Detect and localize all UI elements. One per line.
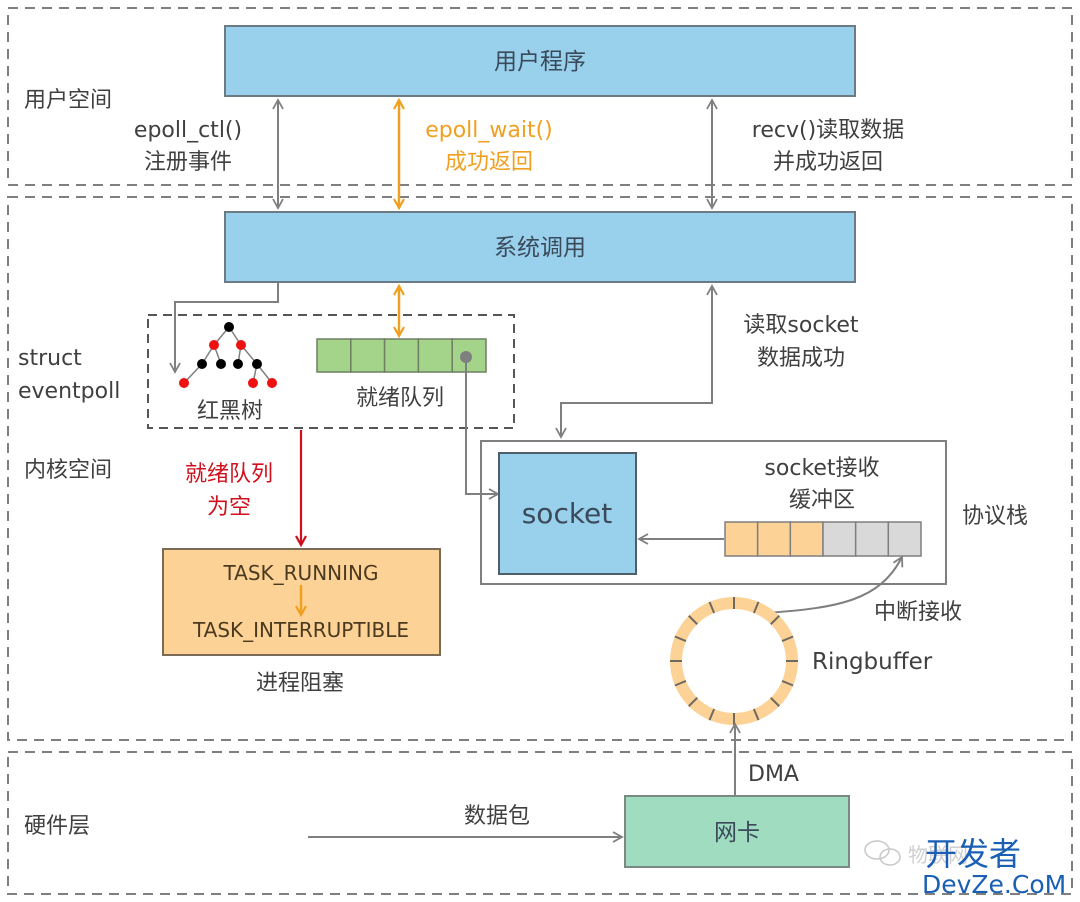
socket-box [498, 452, 637, 575]
buffer-slot-empty [822, 521, 857, 557]
queue-empty-sublabel: 为空 [207, 495, 251, 520]
rbtree-node-red [179, 378, 189, 388]
read-socket-connector [555, 402, 712, 439]
wechat-icon [864, 840, 901, 866]
ready-queue-to-socket-arrow [465, 357, 500, 500]
ringbuffer-icon [670, 597, 798, 725]
task-running-label: TASK_RUNNING [223, 561, 379, 585]
ready-queue-slot [350, 338, 386, 373]
epoll-wait-sublabel: 成功返回 [445, 150, 533, 175]
ringbuffer-segment-tick [688, 615, 698, 625]
ringbuffer-segment-tick [752, 708, 760, 721]
queue-empty-label: 就绪队列 [185, 462, 273, 487]
watermark-line2: DevZe.CoM [922, 870, 1066, 899]
watermark-line1: 开发者 [925, 835, 1021, 873]
recv-sublabel: 并成功返回 [773, 150, 883, 175]
user-program-label: 用户程序 [494, 49, 586, 75]
rbtree-label: 红黑树 [197, 399, 263, 424]
recv-label: recv()读取数据 [752, 118, 904, 143]
ringbuffer-segment-tick [708, 708, 716, 721]
eventpoll-region [147, 314, 515, 429]
red-black-tree-icon [179, 322, 277, 388]
ringbuffer-segment-tick [752, 601, 760, 614]
rbtree-node-black [224, 322, 234, 332]
epoll-ctl-sublabel: 注册事件 [144, 150, 232, 175]
syscall-to-rbtree-arrow [169, 283, 279, 374]
rbtree-node-red [248, 378, 258, 388]
ready-queue-slot [316, 338, 352, 373]
ready-queue-item-dot [460, 351, 472, 363]
rbtree-node-red [209, 340, 219, 350]
ready-queue-slot [383, 338, 420, 373]
ringbuffer-label: Ringbuffer [812, 649, 933, 675]
epoll-ctl-label: epoll_ctl() [134, 118, 242, 143]
struct-label: struct [18, 346, 82, 371]
kernel-space-region [7, 196, 1073, 741]
dma-label: DMA [748, 762, 799, 787]
ringbuffer-segment-tick [688, 697, 698, 707]
read-socket-sublabel: 数据成功 [757, 346, 845, 371]
ringbuffer-segment-tick [781, 679, 794, 687]
rbtree-node-black [233, 359, 243, 369]
ready-queue-slot [417, 338, 453, 373]
interrupt-receive-label: 中断接收 [874, 600, 962, 625]
ringbuffer-segment-tick [674, 679, 687, 687]
ringbuffer-segment-tick [770, 615, 780, 625]
rbtree-node-black [216, 359, 226, 369]
ready-queue-label: 就绪队列 [356, 386, 444, 411]
syscall-box [224, 211, 856, 283]
socket-buffer-sublabel: 缓冲区 [789, 488, 855, 513]
user-program-box [224, 25, 856, 97]
protocol-stack-box [480, 440, 947, 585]
socket-receive-buffer [724, 521, 922, 557]
interrupt-receive-arrow [764, 555, 904, 614]
ready-queue [316, 338, 487, 373]
epoll-wait-label: epoll_wait() [425, 118, 553, 143]
buffer-slot-filled [724, 521, 759, 557]
process-blocked-label: 进程阻塞 [256, 671, 344, 696]
kernel-space-label: 内核空间 [24, 458, 112, 483]
buffer-slot-empty [854, 521, 890, 557]
user-space-label: 用户空间 [24, 88, 112, 113]
nic-label: 网卡 [714, 820, 760, 846]
buffer-slot-empty [887, 521, 922, 557]
packet-label: 数据包 [464, 804, 530, 829]
buffer-slot-filled [756, 521, 792, 557]
task-interruptible-label: TASK_INTERRUPTIBLE [192, 618, 409, 642]
socket-buffer-label: socket接收 [764, 456, 879, 481]
hardware-label: 硬件层 [24, 814, 90, 839]
rbtree-node-red [267, 378, 277, 388]
syscall-label: 系统调用 [494, 235, 586, 261]
rbtree-node-black [252, 359, 262, 369]
hardware-region [7, 751, 1073, 895]
buffer-slot-filled [789, 521, 824, 557]
ringbuffer-segment-tick [708, 601, 716, 614]
watermark-faded-text: 物联网 [908, 843, 968, 867]
eventpoll-label: eventpoll [18, 379, 120, 404]
watermark: 物联网 开发者 DevZe.CoM [864, 835, 1066, 899]
ringbuffer-segment-tick [781, 635, 794, 643]
rbtree-node-black [197, 359, 207, 369]
nic-box [624, 795, 850, 868]
ringbuffer-segment-tick [770, 697, 780, 707]
rbtree-node-red [236, 340, 246, 350]
socket-label: socket [522, 497, 613, 530]
user-space-region [7, 7, 1073, 186]
read-socket-label: 读取socket [743, 313, 859, 338]
ringbuffer-segment-tick [674, 635, 687, 643]
protocol-stack-label: 协议栈 [962, 504, 1028, 529]
